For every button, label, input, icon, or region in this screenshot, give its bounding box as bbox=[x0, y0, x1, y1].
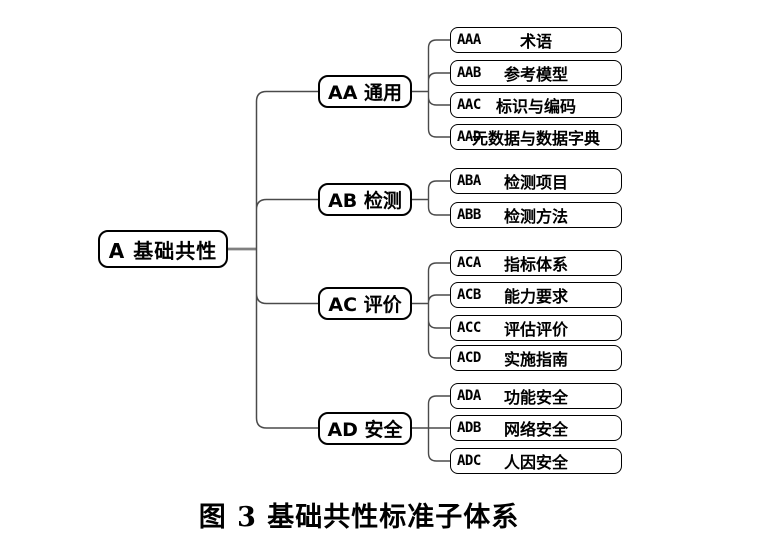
leaf-code: ACA bbox=[457, 255, 481, 271]
leaf-code: ACB bbox=[457, 287, 481, 303]
node-leaf-adc: ADC 人因安全 bbox=[450, 448, 622, 474]
leaf-code: ACC bbox=[457, 320, 481, 336]
leaf-label: 术语 bbox=[519, 32, 552, 51]
leaf-code: ACD bbox=[457, 350, 481, 366]
node-leaf-aac: AAC 标识与编码 bbox=[450, 92, 622, 118]
leaf-label: 指标体系 bbox=[503, 255, 568, 274]
leaf-code: AAD bbox=[457, 129, 481, 145]
leaf-code: ABB bbox=[457, 207, 481, 223]
node-branch-ab: AB 检测 bbox=[318, 183, 412, 216]
leaf-label: 功能安全 bbox=[503, 388, 568, 407]
node-leaf-acc: ACC 评估评价 bbox=[450, 315, 622, 341]
node-leaf-aad: AAD 元数据与数据字典 bbox=[450, 124, 622, 150]
leaf-connector-lines bbox=[412, 39, 450, 462]
node-leaf-acb: ACB 能力要求 bbox=[450, 282, 622, 308]
leaf-label: 实施指南 bbox=[503, 350, 568, 369]
node-branch-ab-label: AB 检测 bbox=[328, 190, 402, 212]
node-leaf-adb: ADB 网络安全 bbox=[450, 415, 622, 441]
leaf-label: 人因安全 bbox=[503, 453, 568, 472]
node-branch-ad: AD 安全 bbox=[318, 412, 412, 445]
leaf-code: ABA bbox=[457, 173, 481, 189]
node-root: A 基础共性 bbox=[98, 230, 228, 268]
node-leaf-aca: ACA 指标体系 bbox=[450, 250, 622, 276]
leaf-label: 检测项目 bbox=[503, 173, 568, 192]
node-leaf-acd: ACD 实施指南 bbox=[450, 345, 622, 371]
node-leaf-aba: ABA 检测项目 bbox=[450, 168, 622, 194]
leaf-label: 元数据与数据字典 bbox=[471, 129, 600, 148]
leaf-label: 评估评价 bbox=[503, 320, 568, 339]
leaf-label: 检测方法 bbox=[503, 207, 568, 226]
leaf-code: AAB bbox=[457, 65, 481, 81]
leaf-label: 参考模型 bbox=[503, 65, 568, 84]
leaf-code: ADB bbox=[457, 420, 481, 436]
leaf-code: AAA bbox=[457, 32, 481, 48]
figure-caption: 图 3 基础共性标准子体系 bbox=[198, 502, 520, 533]
branch-connector-lines bbox=[255, 90, 318, 429]
leaf-label: 网络安全 bbox=[503, 420, 568, 439]
node-leaf-aaa: AAA 术语 bbox=[450, 27, 622, 53]
node-root-label: A 基础共性 bbox=[108, 238, 218, 263]
leaf-label: 标识与编码 bbox=[495, 97, 576, 116]
node-branch-ac: AC 评价 bbox=[318, 287, 412, 320]
node-branch-ad-label: AD 安全 bbox=[327, 419, 403, 441]
node-leaf-aab: AAB 参考模型 bbox=[450, 60, 622, 86]
leaf-label: 能力要求 bbox=[503, 287, 568, 306]
leaf-code: ADA bbox=[457, 388, 481, 404]
node-leaf-abb: ABB 检测方法 bbox=[450, 202, 622, 228]
leaf-code: ADC bbox=[457, 453, 481, 469]
node-branch-ac-label: AC 评价 bbox=[328, 294, 402, 316]
node-branch-aa-label: AA 通用 bbox=[327, 82, 403, 104]
leaf-code: AAC bbox=[457, 97, 481, 113]
node-leaf-ada: ADA 功能安全 bbox=[450, 383, 622, 409]
node-branch-aa: AA 通用 bbox=[318, 75, 412, 108]
